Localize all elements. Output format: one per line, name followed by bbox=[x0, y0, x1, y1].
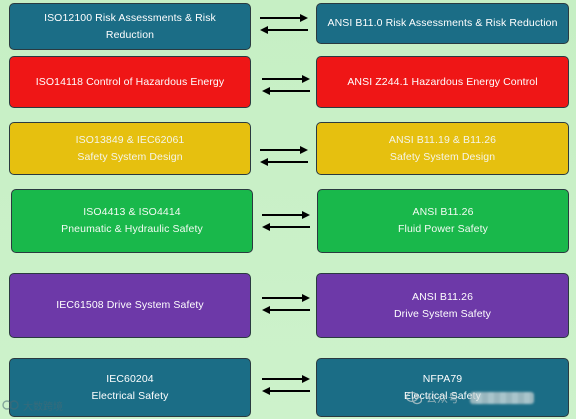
box-line: Safety System Design bbox=[389, 150, 496, 163]
watermark-right: 公众号 · bbox=[406, 389, 570, 407]
box-line: ANSI B11.0 Risk Assessments & Risk Reduc… bbox=[327, 17, 558, 29]
bidirectional-arrows bbox=[260, 11, 308, 37]
ansi-b11-26-drive-box: ANSI B11.26 Drive System Safety bbox=[316, 273, 569, 338]
box-line: Drive System Safety bbox=[393, 307, 491, 320]
watermark-left: 大数跨境 bbox=[2, 396, 82, 414]
ansi-b11-19-box: ANSI B11.19 & B11.26 Safety System Desig… bbox=[316, 122, 569, 175]
box-line: Fluid Power Safety bbox=[398, 223, 488, 235]
box-line: ISO4413 & ISO4414 bbox=[83, 206, 181, 218]
bidirectional-arrows bbox=[262, 291, 310, 317]
watermark-blurred-name bbox=[469, 392, 534, 404]
box-line: Electrical Safety bbox=[91, 389, 169, 402]
iso12100-box: ISO12100 Risk Assessments & Risk Reducti… bbox=[9, 3, 251, 50]
wechat-icon bbox=[406, 391, 422, 405]
nfpa79-box: NFPA79 Electrical Safety bbox=[316, 358, 569, 417]
iec60204-box: IEC60204 Electrical Safety bbox=[9, 358, 251, 417]
box-line: ANSI B11.26 bbox=[411, 290, 474, 303]
bidirectional-arrows bbox=[262, 208, 310, 234]
watermark-left-text: 大数跨境 bbox=[23, 401, 63, 413]
ansi-b11-0-box: ANSI B11.0 Risk Assessments & Risk Reduc… bbox=[316, 3, 569, 44]
box-line: ISO12100 Risk Assessments & Risk bbox=[44, 11, 216, 24]
ansi-z244-box: ANSI Z244.1 Hazardous Energy Control bbox=[316, 56, 569, 108]
bidirectional-arrows bbox=[260, 143, 308, 169]
iso13849-box: ISO13849 & IEC62061 Safety System Design bbox=[9, 122, 251, 175]
bidirectional-arrows bbox=[262, 372, 310, 398]
watermark-logo-icon bbox=[2, 400, 19, 410]
box-line: Electrical Safety bbox=[404, 389, 481, 402]
box-line: IEC60204 bbox=[106, 372, 154, 385]
box-line: ISO14118 Control of Hazardous Energy bbox=[35, 75, 225, 88]
box-line: ISO13849 & IEC62061 bbox=[75, 133, 185, 146]
box-line: Reduction bbox=[105, 28, 155, 41]
box-line: NFPA79 bbox=[422, 372, 463, 385]
iso4413-box: ISO4413 & ISO4414 Pneumatic & Hydraulic … bbox=[11, 189, 253, 253]
box-line: ANSI Z244.1 Hazardous Energy Control bbox=[347, 75, 538, 88]
box-line: ANSI B11.19 & B11.26 bbox=[388, 133, 497, 146]
box-line: IEC61508 Drive System Safety bbox=[56, 299, 204, 311]
ansi-b11-26-fluid-box: ANSI B11.26 Fluid Power Safety bbox=[317, 189, 569, 253]
watermark-right-text: 公众号 · bbox=[426, 393, 466, 405]
box-line: Pneumatic & Hydraulic Safety bbox=[61, 223, 203, 235]
bidirectional-arrows bbox=[262, 72, 310, 98]
box-line: ANSI B11.26 bbox=[412, 206, 474, 218]
iso14118-box: ISO14118 Control of Hazardous Energy bbox=[9, 56, 251, 108]
box-line: Safety System Design bbox=[77, 150, 183, 163]
iec61508-box: IEC61508 Drive System Safety bbox=[9, 273, 251, 338]
